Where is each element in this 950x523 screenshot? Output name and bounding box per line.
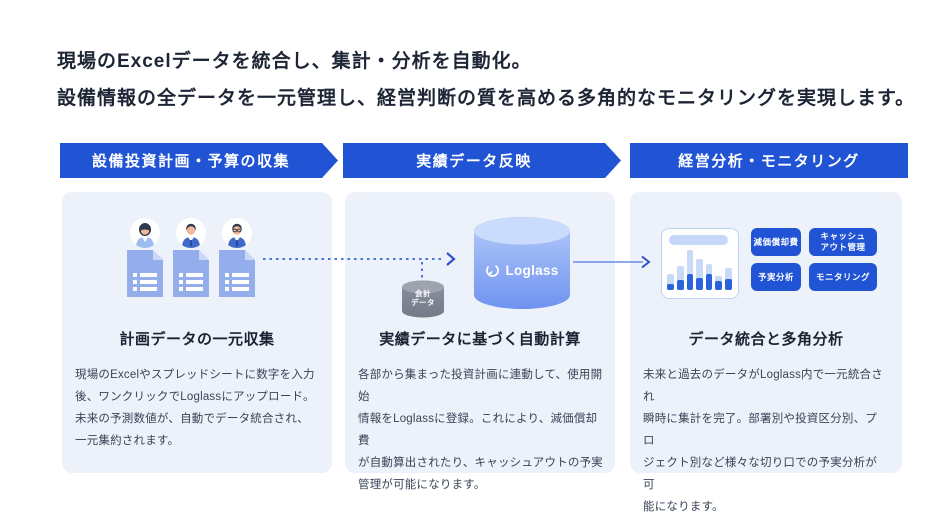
card-body: 現場のExcelやスプレッドシートに数字を入力 後、ワンクリックでLoglass…: [75, 369, 315, 447]
card-title: 実績データに基づく自動計算: [379, 331, 581, 348]
person-woman-icon: [130, 218, 160, 248]
step-banner-actuals: 実績データ反映: [343, 143, 621, 178]
tag-budget-actual-analysis: 予実分析: [751, 263, 801, 291]
chart-header-bar: [669, 235, 728, 245]
loglass-logo: Loglass: [474, 260, 570, 280]
bar: [724, 268, 732, 290]
document-icon: [127, 250, 163, 297]
step-banner-label: 実績データ反映: [416, 153, 532, 170]
card-body: 未来と過去のデータがLoglass内で一元統合され 瞬時に集計を完了。部署別や投…: [643, 369, 883, 513]
bar: [715, 276, 722, 290]
card-title: 計画データの一元収集: [119, 331, 275, 348]
tag-monitoring: モニタリング: [809, 263, 877, 291]
document-icon: [219, 250, 255, 297]
person-man-glasses-icon: [222, 218, 252, 248]
headline-line-1: 現場のExcelデータを統合し、集計・分析を自動化。: [57, 51, 532, 72]
bar: [686, 250, 694, 290]
bar: [677, 266, 684, 290]
bar-chart-icon: [661, 228, 739, 299]
loglass-mark-icon: [486, 263, 500, 277]
step-banner-label: 設備投資計画・予算の収集: [91, 153, 290, 170]
card-title: データ統合と多角分析: [688, 331, 844, 348]
card-body: 各部から集まった投資計画に連動して、使用開始 情報をLoglassに登録。これに…: [358, 369, 604, 491]
step-banner-monitoring: 経営分析・モニタリング: [630, 143, 908, 178]
step-banner-label: 経営分析・モニタリング: [678, 153, 860, 170]
accounting-data-label: 会計 データ: [411, 289, 435, 307]
bar: [696, 259, 703, 290]
step-banner-collection: 設備投資計画・予算の収集: [60, 143, 338, 178]
headline-line-2: 設備情報の全データを一元管理し、経営判断の質を高める多角的なモニタリングを実現し…: [57, 88, 916, 109]
tag-cashout-management: キャッシュ アウト管理: [809, 228, 877, 256]
person-man-icon: [176, 218, 206, 248]
card-auto-calculation: Loglass 会計 データ 実績データに基づく自動計算 各部から集まった投資計…: [345, 192, 615, 491]
tag-depreciation: 減価償却費: [751, 228, 801, 256]
loglass-database-icon: [474, 217, 570, 309]
loglass-logo-text: Loglass: [505, 262, 559, 278]
bar: [667, 274, 675, 290]
card-multi-analysis: 減価償却費 キャッシュ アウト管理 予実分析 モニタリング データ統合と多角分析…: [630, 192, 902, 513]
document-icon: [173, 250, 209, 297]
accounting-data-database-icon: [402, 280, 444, 318]
bar: [705, 264, 713, 290]
card-plan-collection: 計画データの一元収集 現場のExcelやスプレッドシートに数字を入力 後、ワンク…: [62, 192, 332, 473]
mini-bar-chart-bars: [666, 245, 733, 290]
